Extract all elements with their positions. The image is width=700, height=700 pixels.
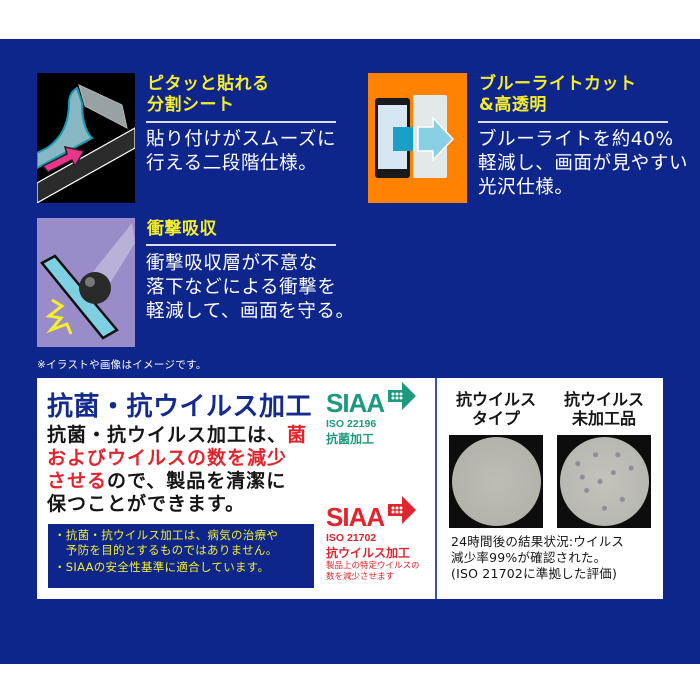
feature-body-shock-absorb: 衝撃吸収層が不意な 落下などによる衝撃を 軽減して、画面を守る。 <box>146 252 355 324</box>
siaa-antibacterial-mark: SIAA ISO 22196 抗菌加工 <box>326 382 416 447</box>
antibacterial-heading: 抗菌・抗ウイルス加工 <box>47 392 313 422</box>
split-sheet-icon <box>37 84 135 203</box>
shock-absorb-illustration <box>37 218 135 347</box>
siaa-word: SIAA <box>326 502 385 532</box>
body-line: 軽減して、画面を守る。 <box>146 301 355 322</box>
siaa-iso-number: ISO 22196 <box>326 418 377 430</box>
result-line: 減少率99%が確認された。 <box>451 550 607 565</box>
desc-text: ので、製品を清潔に <box>107 470 287 492</box>
desc-line: させるので、製品を清潔に <box>47 470 307 493</box>
siaa-desc-line: 製品上の特定ウイルスの <box>326 561 420 571</box>
feature-title-split-sheet: ピタッと貼れる 分割シート <box>147 74 270 116</box>
split-sheet-illustration <box>37 73 135 203</box>
desc-text: 抗菌・抗ウイルス加工は、 <box>47 424 288 446</box>
antibacterial-notes: ・抗菌・抗ウイルス加工は、病気の治療や 予防を目的とするものではありません。 ・… <box>48 524 314 588</box>
feature-divider <box>146 244 336 246</box>
desc-line: 抗菌・抗ウイルス加工は、菌 <box>47 424 307 447</box>
body-line: 行える二段階仕様。 <box>146 153 318 174</box>
body-line: 衝撃吸収層が不意な <box>146 253 318 274</box>
body-line: 落下などによる衝撃を <box>146 277 337 298</box>
siaa-iso-number: ISO 21702 <box>326 532 377 544</box>
antibacterial-section: 抗菌・抗ウイルス加工 抗菌・抗ウイルス加工は、菌 およびウイルスの数を減少 させ… <box>37 378 663 599</box>
desc-highlight: およびウイルスの数を減少 <box>47 447 288 469</box>
body-line: ブルーライトを約40% <box>478 129 674 150</box>
siaa-desc-line: 数を減少させます <box>326 572 395 582</box>
desc-line: 保つことができます。 <box>47 493 246 515</box>
impact-ball-icon <box>40 223 135 340</box>
siaa-antiviral-mark: SIAA ISO 21702 抗ウイルス加工 製品上の特定ウイルスの 数を減少さ… <box>326 496 420 583</box>
body-line: 光沢仕様。 <box>478 177 574 198</box>
untreated-label: 抗ウイルス 未加工品 <box>557 390 651 428</box>
siaa-logo: SIAA <box>326 496 420 532</box>
result-line: (ISO 21702に準拠した評価) <box>451 566 618 581</box>
siaa-arrow-icon <box>388 496 416 524</box>
untreated-petri-dish-image <box>557 435 651 528</box>
label-line: タイプ <box>471 409 520 428</box>
feature-body-blue-light: ブルーライトを約40% 軽減し、画面が見やすい 光沢仕様。 <box>478 128 688 200</box>
title-line: ブルーライトカット <box>479 74 637 94</box>
title-line: ピタッと貼れる <box>147 74 270 94</box>
feature-divider <box>478 121 668 123</box>
body-line: 貼り付けがスムーズに <box>146 129 337 150</box>
antibacterial-description: 抗菌・抗ウイルス加工は、菌 およびウイルスの数を減少 させるので、製品を清潔に … <box>47 424 307 516</box>
section-divider <box>435 378 437 599</box>
note-line: 予防を目的とするものではありません。 <box>54 543 278 557</box>
note-line: ・抗菌・抗ウイルス加工は、病気の治療や <box>54 528 279 542</box>
petri-plate <box>560 437 649 526</box>
label-line: 抗ウイルス <box>455 390 536 409</box>
label-line: 抗ウイルス <box>563 390 644 409</box>
desc-highlight: させる <box>47 470 108 492</box>
feature-title-blue-light: ブルーライトカット &高透明 <box>479 74 637 116</box>
treated-petri-dish-image <box>449 435 543 528</box>
petri-plate <box>452 437 541 526</box>
phone-film-icon <box>375 95 455 178</box>
feature-body-split-sheet: 貼り付けがスムーズに 行える二段階仕様。 <box>146 128 336 176</box>
siaa-label: 抗菌加工 <box>326 432 375 446</box>
title-line: 分割シート <box>147 95 235 115</box>
note-line: ・SIAAの安全性基準に適合しています。 <box>54 560 270 574</box>
title-line: &高透明 <box>479 95 547 115</box>
body-line: 軽減し、画面が見やすい <box>478 153 689 174</box>
siaa-logo: SIAA <box>326 382 416 418</box>
image-disclaimer: ※イラストや画像はイメージです。 <box>37 359 207 371</box>
blue-light-cut-illustration <box>368 73 467 203</box>
feature-divider <box>146 121 336 123</box>
siaa-arrow-icon <box>388 382 416 410</box>
result-line: 24時間後の結果状況:ウイルス <box>451 534 625 549</box>
label-line: 未加工品 <box>571 409 636 428</box>
treated-label: 抗ウイルス タイプ <box>449 390 543 428</box>
desc-highlight: 菌 <box>287 424 308 446</box>
title-line: 衝撃吸収 <box>147 219 217 239</box>
test-result-text: 24時間後の結果状況:ウイルス 減少率99%が確認された。 (ISO 21702… <box>451 534 624 582</box>
siaa-word: SIAA <box>326 388 385 418</box>
feature-title-shock-absorb: 衝撃吸収 <box>147 219 217 240</box>
siaa-label: 抗ウイルス加工 <box>326 546 411 560</box>
